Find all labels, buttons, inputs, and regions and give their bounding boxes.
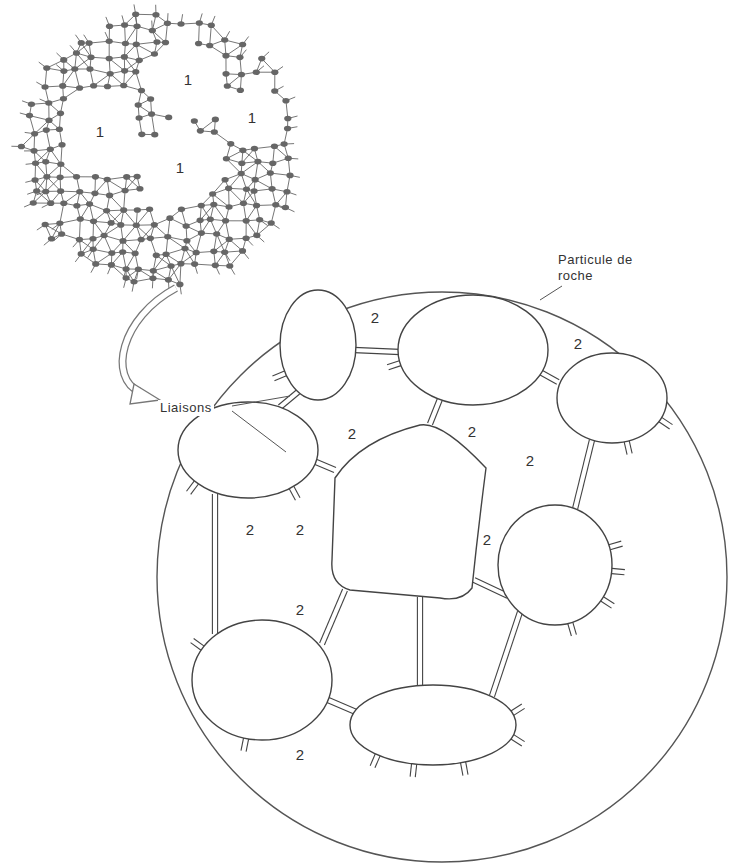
callout-number: 2 [246, 522, 254, 538]
callout-number: 2 [348, 426, 356, 442]
label-text: Liaisons [158, 400, 214, 416]
callout-text: 2 [371, 310, 379, 326]
callout-number: 2 [526, 453, 534, 469]
part-label: Particule de roche [556, 252, 638, 284]
magnified-circle [157, 292, 727, 862]
callout-text: 1 [184, 72, 192, 88]
callout-number: 2 [296, 602, 304, 618]
leader-lines [232, 286, 562, 452]
callout-text: 2 [296, 602, 304, 618]
callout-number: 1 [248, 110, 256, 126]
callout-text: 1 [176, 160, 184, 176]
callout-text: 2 [296, 747, 304, 763]
rock-particles [178, 290, 667, 765]
callout-number: 2 [296, 522, 304, 538]
callout-text: 2 [468, 424, 476, 440]
callout-text: 1 [96, 124, 104, 140]
callout-text: 2 [574, 336, 582, 352]
callout-text: 1 [248, 110, 256, 126]
aggregate-cluster [11, 4, 299, 294]
callout-number: 1 [184, 72, 192, 88]
callout-number: 1 [176, 160, 184, 176]
callout-number: 2 [371, 310, 379, 326]
callout-number: 2 [468, 424, 476, 440]
callout-text: 2 [296, 522, 304, 538]
callout-number: 1 [96, 124, 104, 140]
label-text: Particule de roche [556, 252, 638, 284]
callout-number: 2 [483, 532, 491, 548]
callout-number: 2 [296, 747, 304, 763]
callout-text: 2 [348, 426, 356, 442]
callout-text: 2 [246, 522, 254, 538]
callout-text: 2 [483, 532, 491, 548]
part-label: Liaisons [158, 400, 214, 416]
zoom-arrow [123, 288, 176, 404]
callout-number: 2 [574, 336, 582, 352]
callout-text: 2 [526, 453, 534, 469]
